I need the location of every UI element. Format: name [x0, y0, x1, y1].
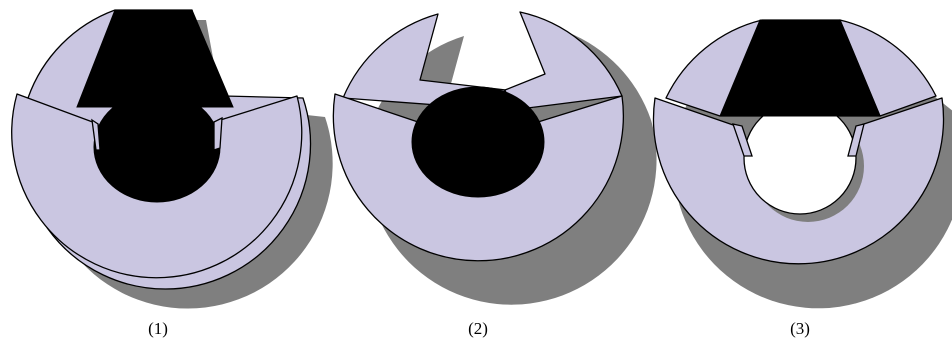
right-tooth	[214, 118, 222, 150]
panel-3: (3)	[654, 20, 952, 338]
black-disc	[94, 92, 220, 202]
panel-1: (1)	[12, 10, 333, 338]
caption-2: (2)	[468, 319, 488, 338]
panel-2: (2)	[333, 12, 656, 338]
caption-3: (3)	[790, 319, 810, 338]
black-disc	[412, 87, 544, 197]
center-hole	[744, 102, 856, 214]
caption-1: (1)	[148, 319, 168, 338]
